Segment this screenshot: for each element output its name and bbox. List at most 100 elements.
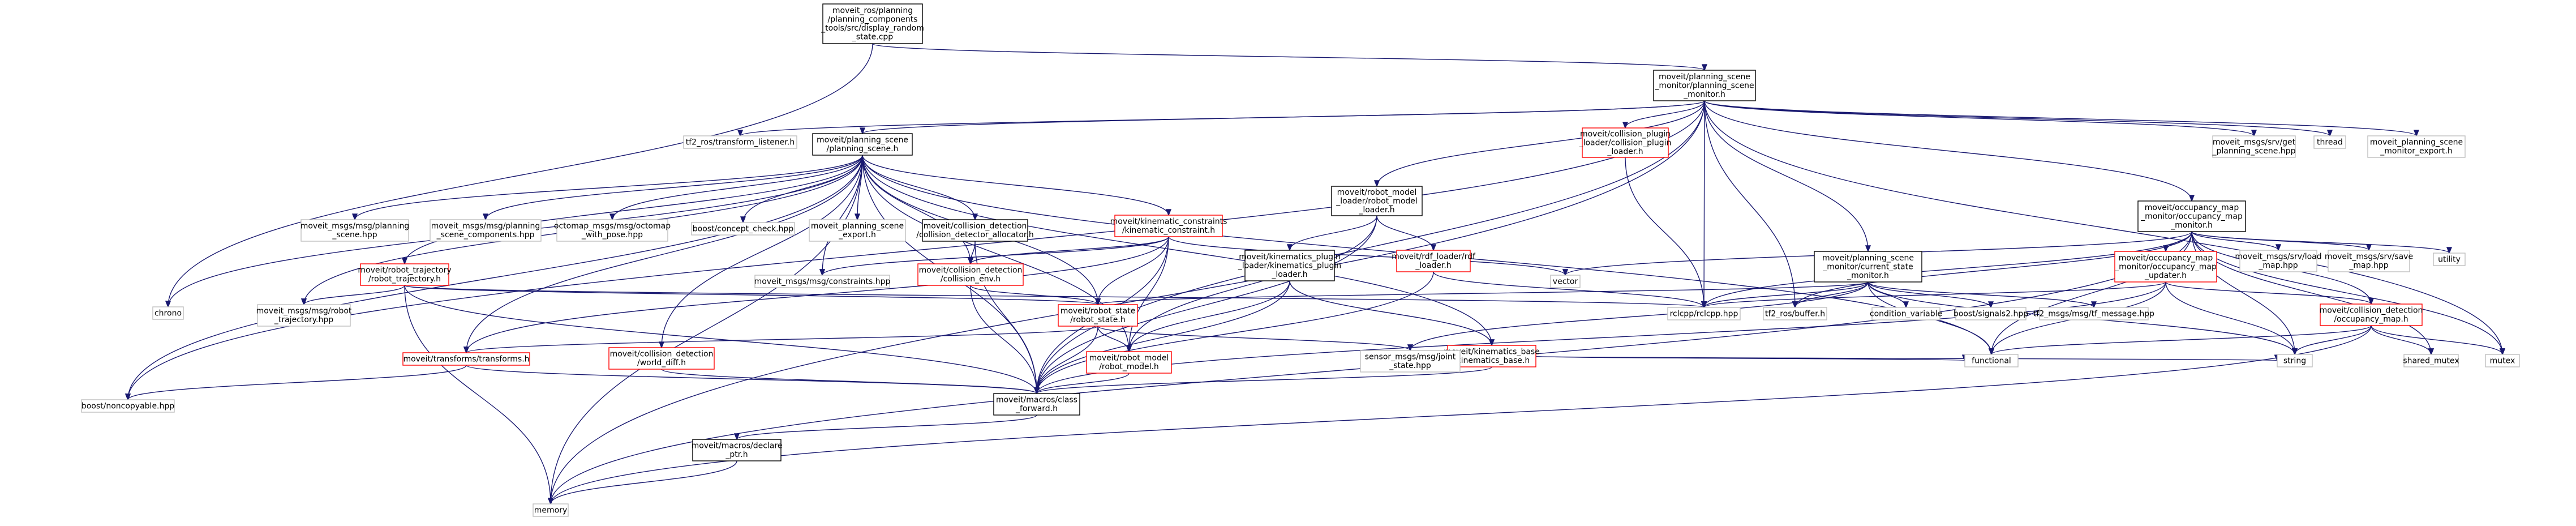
node-string[interactable]: string — [2277, 354, 2313, 367]
node-kc[interactable]: moveit/kinematic_constraints/kinematic_c… — [1110, 215, 1227, 237]
node-root[interactable]: moveit_ros/planning/planning_components_… — [821, 3, 924, 44]
node-psexport[interactable]: moveit_planning_scene_export.h — [809, 219, 906, 242]
node-box — [2328, 250, 2410, 272]
node-omu[interactable]: moveit/occupancy_map_monitor/occupancy_m… — [2114, 251, 2217, 283]
node-memory[interactable]: memory — [533, 503, 569, 517]
node-box — [2367, 135, 2466, 158]
node-label: _map.hpp — [2349, 261, 2388, 270]
edge-om-to-utility — [2191, 231, 2453, 254]
edge-rs-to-transforms — [463, 326, 1098, 354]
node-constraints[interactable]: moveit_msgs/msg/constraints.hpp — [754, 275, 891, 288]
node-label: moveit/macros/declare — [692, 442, 783, 451]
node-label: moveit/collision_detection — [919, 266, 1023, 275]
node-csm[interactable]: moveit/planning_scene_monitor/current_st… — [1814, 251, 1922, 283]
node-om2[interactable]: moveit/collision_detection/occupancy_map… — [2320, 303, 2423, 326]
node-msgpsc[interactable]: moveit_msgs/msg/planning_scene_component… — [430, 219, 542, 242]
node-cenv[interactable]: moveit/collision_detection/collision_env… — [917, 263, 1024, 286]
node-tf2tl[interactable]: tf2_ros/transform_listener.h — [683, 135, 797, 149]
node-cda[interactable]: moveit/collision_detection/collision_det… — [916, 219, 1034, 242]
node-tfmsg[interactable]: tf2_msgs/msg/tf_message.hpp — [2033, 307, 2154, 320]
node-msgps[interactable]: moveit_msgs/msg/planning_scene.hpp — [300, 219, 410, 242]
node-rs[interactable]: moveit/robot_state/robot_state.h — [1058, 304, 1138, 327]
node-box — [2433, 253, 2466, 266]
node-label: moveit_ros/planning — [832, 6, 913, 15]
node-kb[interactable]: moveit/kinematics_base/kinematics_base.h — [1444, 345, 1540, 367]
node-ps[interactable]: moveit/planning_scene/planning_scene.h — [812, 133, 913, 156]
edge-rml-to-rdf — [1376, 215, 1437, 251]
node-label: boost/noncopyable.hpp — [81, 401, 174, 410]
node-box — [917, 263, 1024, 286]
node-box — [2039, 307, 2149, 320]
node-label: _monitor.h — [1683, 90, 1725, 99]
node-label: moveit/collision_detection — [610, 350, 714, 359]
edge-psm-to-rclcpp — [1701, 100, 1707, 309]
node-box — [691, 222, 795, 236]
node-noncopy[interactable]: boost/noncopyable.hpp — [81, 399, 175, 413]
node-rm[interactable]: moveit/robot_model/robot_model.h — [1086, 351, 1172, 374]
node-kpl[interactable]: moveit/kinematics_plugin_loader/kinemati… — [1238, 250, 1341, 281]
node-om[interactable]: moveit/occupancy_map_monitor/occupancy_m… — [2137, 200, 2246, 232]
node-octo[interactable]: octomap_msgs/msg/octomap_with_pose.hpp — [554, 219, 671, 242]
node-box — [81, 399, 175, 413]
node-box — [809, 219, 906, 242]
edge-kb-to-string — [1535, 354, 2280, 362]
edge-wdiff-to-classfwd — [661, 369, 1040, 395]
node-rdf[interactable]: moveit/rdf_loader/rdf_loader.h — [1392, 250, 1476, 272]
node-msgrt[interactable]: moveit_msgs/msg/robot_trajectory.hpp — [256, 304, 352, 327]
node-psm[interactable]: moveit/planning_scene_monitor/planning_s… — [1653, 70, 1756, 101]
node-utility[interactable]: utility — [2433, 253, 2466, 266]
node-shmutex[interactable]: shared_mutex — [2403, 354, 2459, 367]
node-rml[interactable]: moveit/robot_model_loader/robot_model_lo… — [1331, 186, 1423, 216]
node-label: _loader/robot_model — [1336, 196, 1418, 206]
node-chrono[interactable]: chrono — [152, 306, 184, 320]
node-concept[interactable]: boost/concept_check.hpp — [691, 222, 795, 236]
node-label: /planning_scene.h — [827, 144, 899, 153]
edge-psm-to-om — [1704, 100, 2195, 202]
node-srvload[interactable]: moveit_msgs/srv/load_map.hpp — [2235, 250, 2322, 272]
node-mutex[interactable]: mutex — [2485, 354, 2520, 367]
node-label: _ptr.h — [725, 450, 748, 459]
node-declare[interactable]: moveit/macros/declare_ptr.h — [692, 439, 783, 461]
node-label: _trajectory.hpp — [274, 315, 333, 324]
node-box — [1331, 186, 1423, 216]
node-label: _scene.hpp — [332, 230, 377, 240]
edge-om2-to-functional — [1988, 325, 2372, 356]
node-rt[interactable]: moveit/robot_trajectory/robot_trajectory… — [358, 263, 452, 286]
node-srvsave[interactable]: moveit_msgs/srv/save_map.hpp — [2325, 250, 2413, 272]
edge-om2-to-shmutex — [2371, 325, 2435, 356]
node-label: moveit_planning_scene — [811, 222, 904, 231]
node-box — [812, 133, 913, 156]
node-box — [1964, 354, 2019, 367]
node-psexp[interactable]: moveit_planning_scene_monitor_export.h — [2367, 135, 2466, 158]
node-box — [430, 219, 542, 242]
node-transforms[interactable]: moveit/transforms/transforms.h — [402, 352, 530, 366]
node-box — [556, 219, 668, 242]
node-getps[interactable]: moveit_msgs/srv/get_planning_scene.hpp — [2212, 135, 2296, 158]
node-tf2buf[interactable]: tf2_ros/buffer.h — [1763, 307, 1827, 320]
node-label: tf2_ros/transform_listener.h — [686, 138, 795, 147]
node-label: moveit/occupancy_map — [2145, 203, 2239, 212]
node-wdiff[interactable]: moveit/collision_detection/world_diff.h — [608, 347, 715, 370]
node-label: boost/signals2.hpp — [1954, 309, 2028, 318]
node-vector[interactable]: vector — [1550, 275, 1581, 288]
node-rclcpp[interactable]: rclcpp/rclcpp.hpp — [1667, 307, 1741, 320]
node-signals2[interactable]: boost/signals2.hpp — [1954, 307, 2028, 320]
node-label: _loader/collision_plugin — [1579, 138, 1672, 147]
node-label: moveit/collision_detection — [2320, 306, 2423, 315]
edge-psm-to-getps — [1704, 100, 2257, 137]
node-classfwd[interactable]: moveit/macros/class_forward.h — [993, 393, 1080, 416]
node-condvar[interactable]: condition_variable — [1870, 307, 1942, 320]
node-cpl[interactable]: moveit/collision_plugin_loader/collision… — [1579, 127, 1672, 158]
nodes-layer: moveit_ros/planning/planning_components_… — [81, 3, 2520, 517]
edge-om2-to-string — [2291, 325, 2372, 356]
node-functional[interactable]: functional — [1964, 354, 2019, 367]
edge-rml-to-kpl — [1286, 215, 1377, 251]
node-label: _loader.h — [1607, 147, 1643, 156]
node-box — [822, 3, 923, 44]
node-jointstate[interactable]: sensor_msgs/msg/joint_state.hpp — [1360, 350, 1461, 373]
node-box — [1667, 307, 1741, 320]
edge-psm-to-ps — [860, 100, 1705, 135]
node-thread[interactable]: thread — [2313, 135, 2346, 149]
node-label: /robot_trajectory.h — [368, 275, 441, 284]
node-box — [922, 219, 1028, 242]
